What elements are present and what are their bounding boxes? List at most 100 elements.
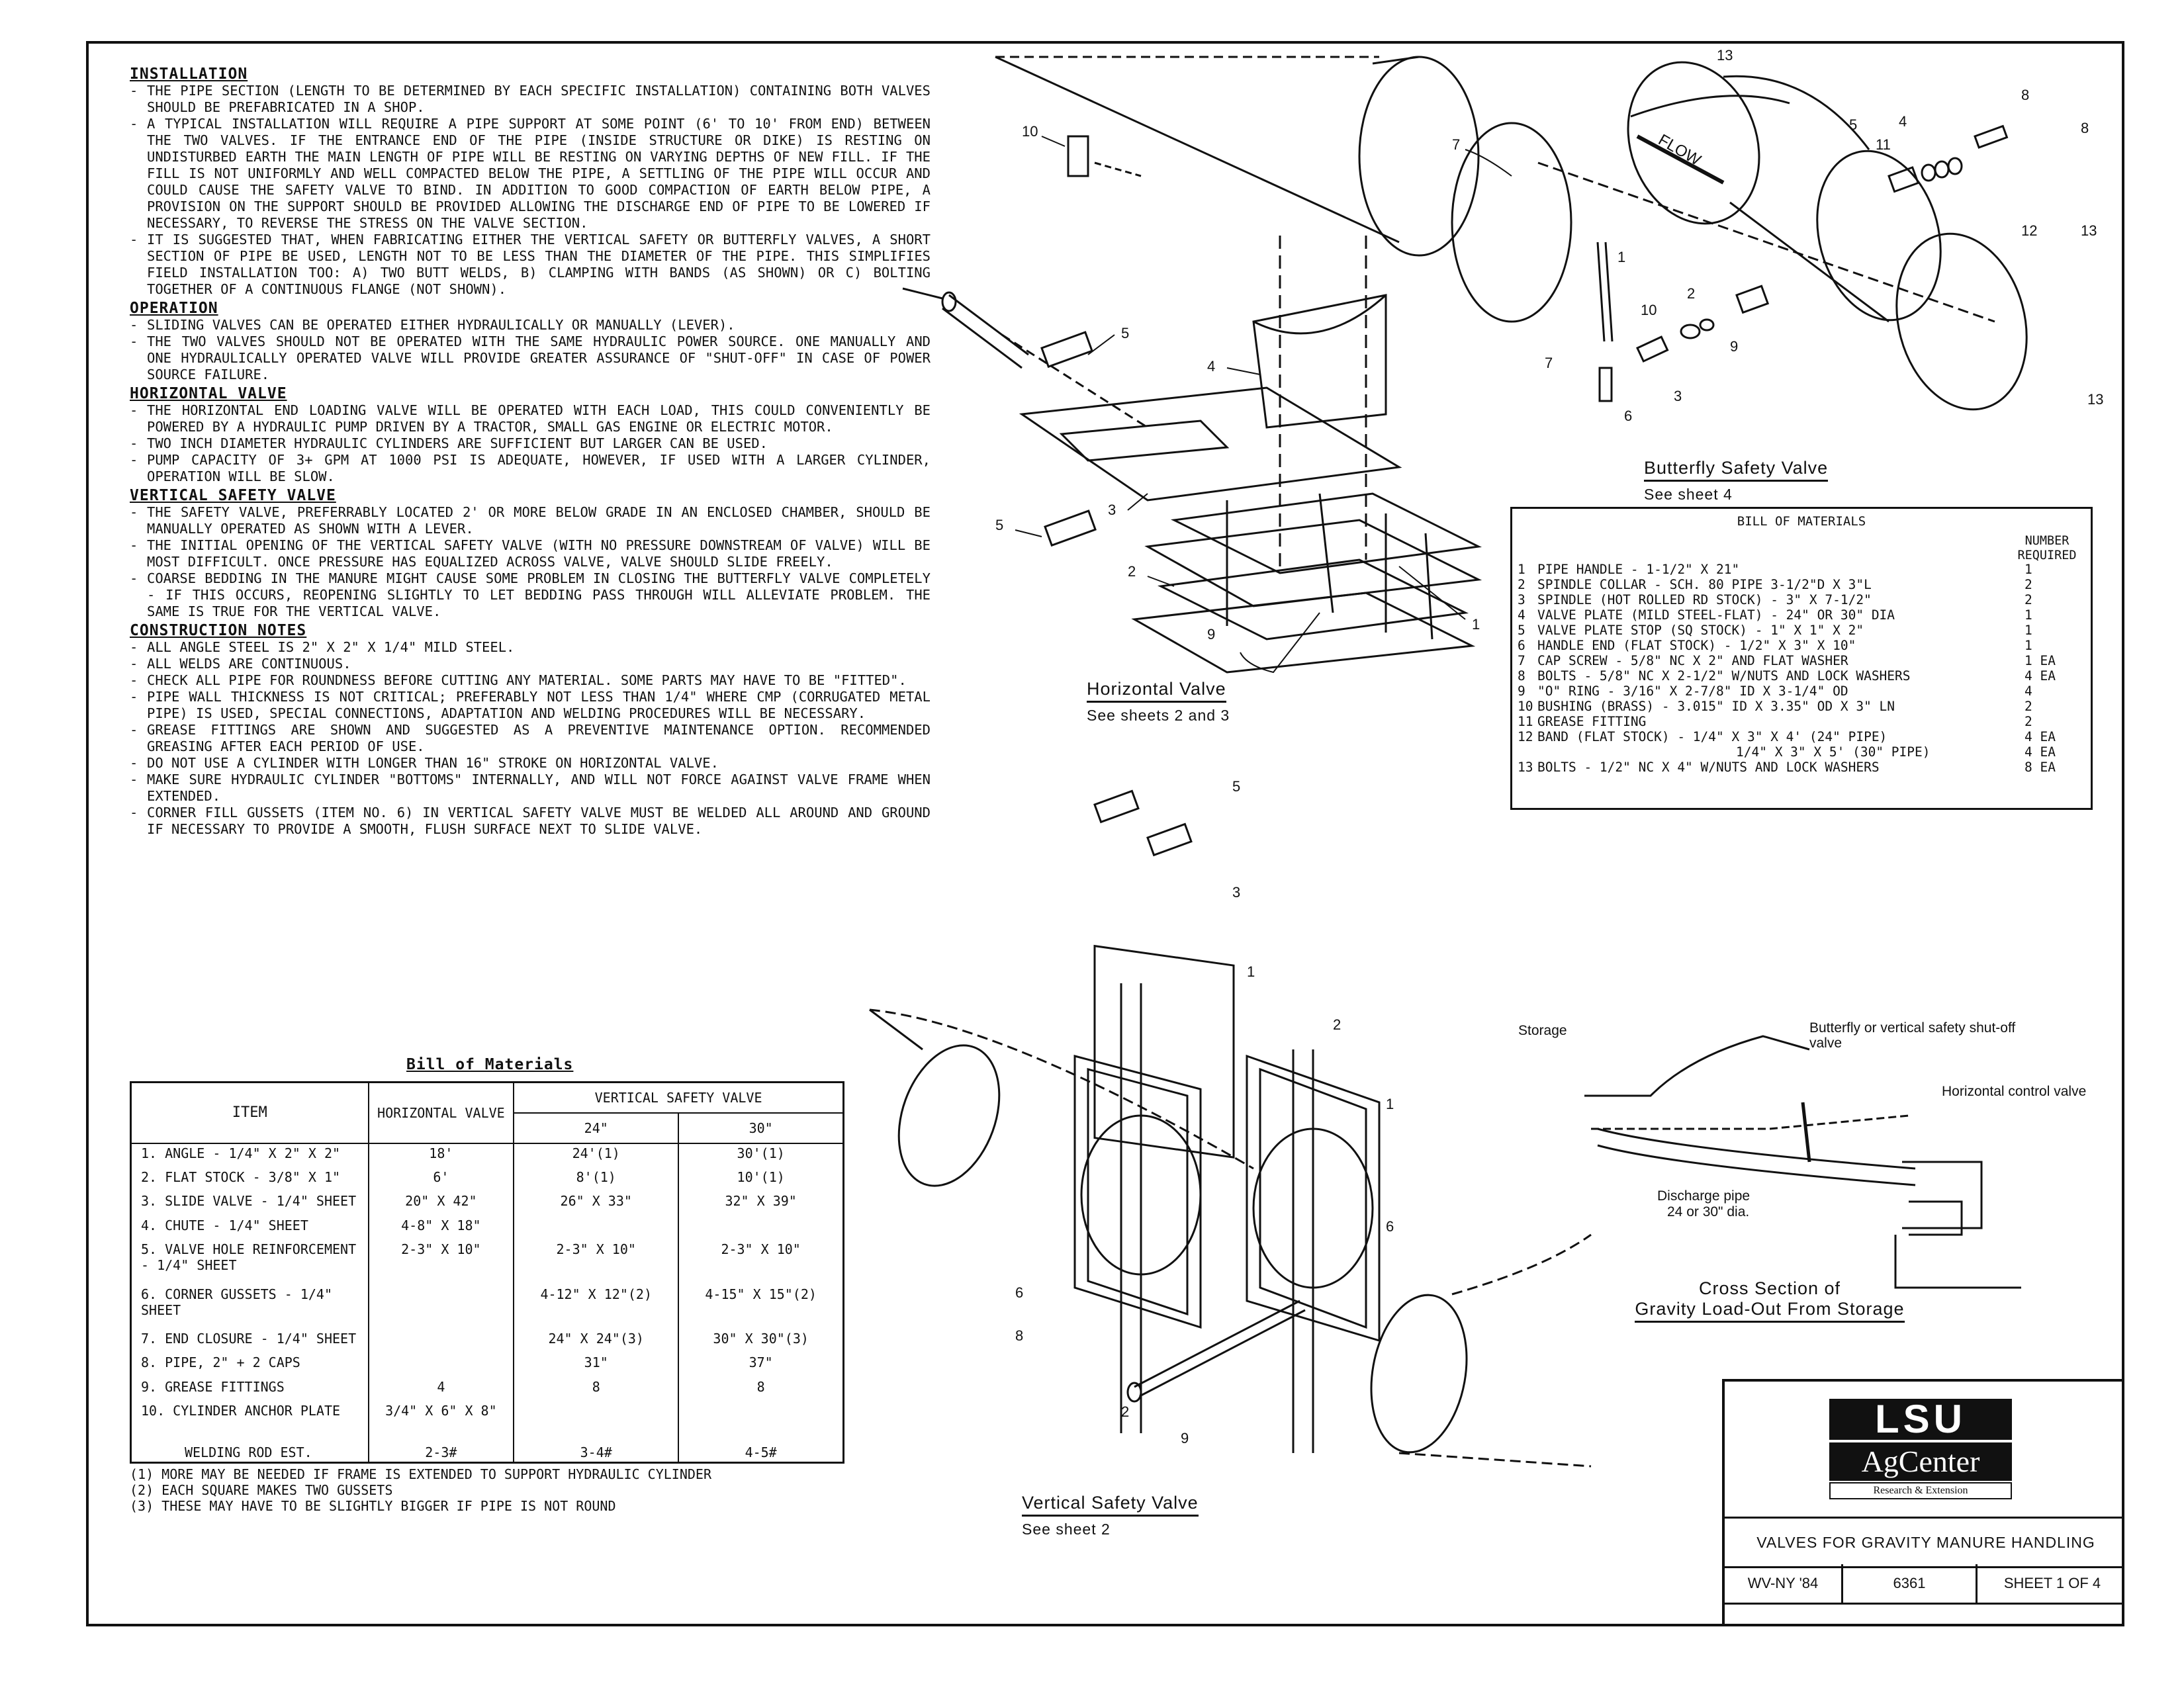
list-item: 1Pipe handle - 1-1/2" x 21"1 [1518,562,2032,577]
callout-1c: 1 [1247,963,1255,980]
installation-heading: Installation [130,66,248,83]
notes-column: Installation -The pipe section (length t… [130,64,931,838]
drawing-number: 6361 [1843,1564,1978,1603]
drawing-sheet: Installation -The pipe section (length t… [86,41,2124,1626]
note-item: -Pump capacity of 3+ gpm at 1000 psi is … [130,452,931,484]
butterfly-valve-callouts: 13 4 5 8 8 11 12 13 13 1 2 10 7 3 9 6 [1545,47,2103,424]
callout-3c: 3 [1232,884,1240,901]
callout-5c: 5 [1849,116,1857,133]
bom-header-item: Item [130,1081,369,1144]
callout-9c: 9 [1181,1430,1189,1446]
note-item: -A typical installation will require a p… [130,116,931,231]
horizontal-valve-caption: Horizontal Valve See sheets 2 and 3 [1087,679,1230,725]
table-row-welding: Welding rod est.2-3#3-4#4-5# [130,1425,844,1463]
butterfly-bill-of-materials: Bill of Materials Number Required 1Pipe … [1510,507,2093,810]
callout-7: 7 [1452,136,1460,153]
bill-of-materials-table: Item Horizontal Valve Vertical Safety Va… [130,1081,844,1464]
drawing-title: Valves for Gravity Manure Handling [1725,1517,2122,1568]
callout-11: 11 [1876,136,1891,153]
list-item: 10Bushing (brass) - 3.015" ID x 3.35" OD… [1518,699,2032,714]
horizontal-valve-subtitle: See sheets 2 and 3 [1087,707,1230,724]
callout-1d: 1 [1386,1096,1394,1112]
list-item: 12Band (flat stock) - 1/4" x 3" x 4' (24… [1518,729,2056,744]
butterfly-valve-subtitle: See sheet 4 [1644,486,1733,503]
callout-9b: 9 [1730,338,1738,355]
bom-header-30: 30" [678,1112,844,1144]
drawing-code: WV-NY '84 [1725,1564,1843,1603]
vertical-safety-valve-heading: Vertical Safety Valve [130,487,336,504]
list-item: 6Handle end (flat stock) - 1/2" x 3" x 1… [1518,638,2032,653]
list-item: 11Grease fitting2 [1518,714,2032,729]
storage-label: Storage [1518,1023,1567,1038]
table-row: 2. Flat stock - 3/8" x 1"6'8'(1)10'(1) [130,1168,844,1192]
horizontal-control-valve-label: Horizontal control valve [1942,1084,2087,1099]
callout-3: 3 [1108,502,1116,518]
vertical-valve-callouts: 5 3 1 2 1 6 6 8 2 9 [1015,778,1394,1446]
list-item: 7Cap screw - 5/8" NC x 2" and flat washe… [1518,653,2056,668]
bom-title: Bill of Materials [406,1056,574,1073]
discharge-pipe-label: Discharge pipe [1657,1188,1751,1204]
cross-section-drawing [1584,1035,2021,1289]
list-item: 5Valve plate stop (sq stock) - 1" x 1" x… [1518,623,2032,638]
callout-5d: 5 [1232,778,1240,795]
callout-13a: 13 [1717,47,1733,64]
table-row: 9. Grease fittings488 [130,1377,844,1402]
callout-9: 9 [1207,626,1215,642]
callout-8b: 8 [2081,120,2089,136]
table-row: 3. Slide valve - 1/4" sheet20" x 42"26" … [130,1192,844,1216]
callout-10: 10 [1022,123,1038,140]
note-item: -Two inch diameter hydraulic cylinders a… [130,435,768,451]
callout-6b: 6 [1624,408,1632,424]
callout-2d: 2 [1121,1403,1129,1420]
table-row: 10. Cylinder anchor plate3/4" x 6" x 8" [130,1401,844,1426]
list-item: 9"O" ring - 3/16" x 2-7/8" ID x 3-1/4" O… [1518,684,2032,699]
note-item: -It is suggested that, when fabricating … [130,232,931,297]
horizontal-valve-heading: Horizontal Valve [130,385,287,402]
callout-8a: 8 [2021,87,2029,103]
title-block: LSU AgCenter Research & Extension Valves… [1722,1379,2122,1624]
vertical-valve-caption: Vertical Safety Valve See sheet 2 [1022,1493,1199,1538]
note-item: -The pipe section (length to be determin… [130,83,931,115]
callout-13b: 13 [2081,222,2097,239]
footnote: (3) These may have to be slightly bigger… [130,1498,616,1514]
table-row: 8. Pipe, 2" + 2 caps31"37" [130,1353,844,1378]
list-item: 13Bolts - 1/2" NC x 4" w/nuts and lock w… [1518,760,2056,775]
note-item: -The initial opening of the vertical saf… [130,537,931,570]
discharge-dia-label: 24 or 30" dia. [1667,1204,1750,1219]
cross-section-title-2: Gravity Load-Out From Storage [1635,1299,1905,1323]
callout-1b: 1 [1617,249,1625,265]
horizontal-valve-title: Horizontal Valve [1087,679,1226,703]
bom-header-vertical: Vertical Safety Valve [513,1081,844,1114]
callout-3b: 3 [1674,388,1682,404]
callout-6c: 6 [1386,1218,1394,1235]
butterfly-valve-title: Butterfly Safety Valve [1644,458,1829,482]
callout-10b: 10 [1641,302,1657,318]
footnote: (2) Each square makes two gussets [130,1482,393,1498]
callout-6d: 6 [1015,1284,1023,1301]
callout-2c: 2 [1333,1016,1341,1033]
horizontal-valve-callouts: 10 7 5 4 5 3 2 9 1 [995,123,1512,674]
lsu-agcenter-logo: LSU AgCenter Research & Extension [1829,1399,2012,1499]
vertical-valve-title: Vertical Safety Valve [1022,1493,1199,1517]
callout-5: 5 [1121,325,1129,341]
number-required-header: Number Required [2017,534,2077,562]
note-item: -Grease fittings are shown and suggested… [130,722,931,754]
callout-2: 2 [1128,563,1136,580]
note-item: -Check all pipe for roundness before cut… [130,672,907,688]
note-item: -All angle steel is 2" x 2" x 1/4" mild … [130,639,515,655]
callout-4b: 4 [1899,113,1907,130]
note-item: -Coarse bedding in the manure might caus… [130,570,931,619]
bom-footnotes: (1) More may be needed if frame is exten… [130,1466,924,1514]
callout-7b: 7 [1545,355,1553,371]
list-item: 8Bolts - 5/8" NC x 2-1/2" w/nuts and loc… [1518,668,2056,684]
note-item: -Sliding valves can be operated either h… [130,317,735,333]
technical-drawings: 10 7 5 4 5 3 2 9 1 FLOW [869,47,2103,1468]
note-item: -Pipe wall thickness is not critical; pr… [130,689,931,721]
list-item: 2Spindle collar - sch. 80 pipe 3-1/2"D x… [1518,577,2032,592]
table-row: 1. Angle - 1/4" x 2" x 2"18'24'(1)30'(1) [130,1143,844,1169]
drawing-meta: WV-NY '84 6361 Sheet 1 of 4 [1725,1564,2122,1605]
butterfly-valve-drawing: FLOW [1537,61,2028,411]
note-item: -The two valves should not be operated w… [130,333,931,382]
construction-notes-heading: Construction Notes [130,622,307,639]
